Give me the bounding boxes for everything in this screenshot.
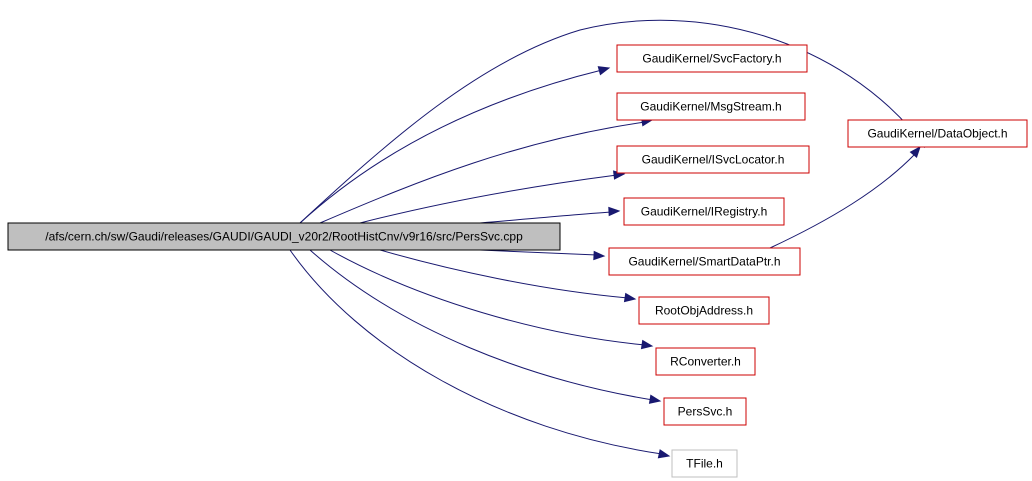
node-box <box>616 92 806 121</box>
node-label: RConverter.h <box>670 355 741 369</box>
node-box <box>608 247 801 276</box>
edge-root-to-tfile <box>289 249 671 459</box>
arrowhead-icon <box>597 66 611 76</box>
node-smartdataptr[interactable]: GaudiKernel/SmartDataPtr.h <box>608 247 801 276</box>
edge-line <box>769 153 916 249</box>
arrowhead-icon <box>640 339 654 350</box>
edge-line <box>479 249 598 256</box>
edge-line <box>329 249 646 346</box>
node-iregistry[interactable]: GaudiKernel/IRegistry.h <box>623 197 785 226</box>
edge-root-to-rconverter <box>329 249 654 350</box>
node-box <box>847 119 1028 148</box>
edge-line <box>299 69 603 224</box>
node-perssvc[interactable]: PersSvc.h <box>663 397 747 426</box>
arrowhead-icon <box>657 449 671 459</box>
arrowhead-icon <box>593 250 606 261</box>
arrowhead-icon <box>648 394 662 404</box>
node-dataobject[interactable]: GaudiKernel/DataObject.h <box>847 119 1028 148</box>
node-label: /afs/cern.ch/sw/Gaudi/releases/GAUDI/GAU… <box>45 230 523 244</box>
arrowhead-icon <box>608 206 621 217</box>
node-root[interactable]: /afs/cern.ch/sw/Gaudi/releases/GAUDI/GAU… <box>7 222 561 251</box>
node-label: GaudiKernel/SvcFactory.h <box>642 52 781 66</box>
node-isvclocator[interactable]: GaudiKernel/ISvcLocator.h <box>616 145 810 174</box>
node-box <box>638 296 770 325</box>
node-box <box>671 449 738 478</box>
node-label: GaudiKernel/ISvcLocator.h <box>642 153 785 167</box>
node-rconverter[interactable]: RConverter.h <box>655 347 756 376</box>
node-box <box>7 222 561 251</box>
node-label: GaudiKernel/IRegistry.h <box>641 205 768 219</box>
edge-line <box>379 249 629 299</box>
node-tfile: TFile.h <box>671 449 738 478</box>
edge-line <box>309 249 654 401</box>
edge-line <box>479 211 613 224</box>
arrowhead-icon <box>909 145 921 159</box>
node-box <box>616 145 810 174</box>
node-label: PersSvc.h <box>678 405 733 419</box>
node-label: TFile.h <box>686 457 723 471</box>
edge-root-to-msgstream <box>319 117 654 224</box>
node-label: GaudiKernel/MsgStream.h <box>640 100 781 114</box>
edge-line <box>299 19 921 224</box>
edge-line <box>289 249 663 455</box>
node-rootobjaddress[interactable]: RootObjAddress.h <box>638 296 770 325</box>
node-box <box>655 347 756 376</box>
node-msgstream[interactable]: GaudiKernel/MsgStream.h <box>616 92 806 121</box>
edge-root-to-iregistry <box>479 206 621 224</box>
node-svcfactory[interactable]: GaudiKernel/SvcFactory.h <box>616 44 808 73</box>
edge-root-to-smartdataptr <box>479 249 606 261</box>
node-label: GaudiKernel/DataObject.h <box>867 127 1007 141</box>
edge-line <box>319 121 646 224</box>
edge-root-to-svcfactory <box>299 66 611 224</box>
edge-line <box>359 174 618 224</box>
node-box <box>663 397 747 426</box>
node-label: RootObjAddress.h <box>655 304 753 318</box>
edge-smartdataptr-to-dataobject <box>769 145 921 249</box>
node-label: GaudiKernel/SmartDataPtr.h <box>628 255 780 269</box>
node-box <box>616 44 808 73</box>
arrowhead-icon <box>623 292 637 303</box>
edge-root-to-isvclocator <box>359 170 626 224</box>
node-box <box>623 197 785 226</box>
edge-root-to-perssvc <box>309 249 662 404</box>
nodes-layer: /afs/cern.ch/sw/Gaudi/releases/GAUDI/GAU… <box>7 44 1028 478</box>
edge-root-to-rootobjaddress <box>379 249 637 303</box>
